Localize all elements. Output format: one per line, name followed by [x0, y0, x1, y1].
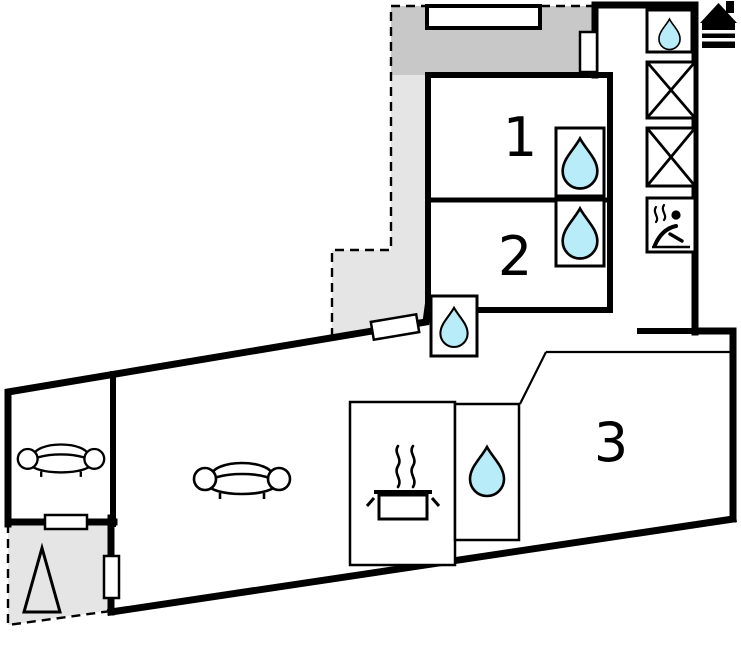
cooking-pot-icon — [365, 490, 441, 521]
interior-lines — [519, 350, 731, 405]
living-area-top-wall — [4, 303, 432, 528]
furniture — [16, 443, 292, 614]
entrance-porch — [8, 524, 112, 625]
stove-box — [348, 400, 457, 567]
cross-line — [645, 127, 697, 187]
room-labels: 1 2 3 — [498, 106, 628, 474]
pot-handle — [430, 497, 441, 507]
house-body — [702, 23, 735, 48]
room-1-label: 1 — [503, 106, 537, 169]
person-body — [653, 224, 678, 247]
person-arm — [668, 232, 684, 243]
house-stripe — [702, 38, 735, 42]
steam-line — [395, 444, 401, 489]
house-stripe — [702, 30, 735, 34]
steam-line — [661, 203, 667, 222]
room3-right-wall — [691, 327, 737, 523]
kitchen-counter — [348, 400, 457, 567]
partition-diagonal — [519, 351, 547, 405]
house-roof — [700, 3, 737, 23]
living-area-door — [369, 312, 421, 342]
bedroom-block-wall — [425, 72, 613, 313]
person-head — [671, 210, 681, 220]
pot-handle — [365, 497, 376, 507]
doors-windows — [43, 30, 599, 600]
left-room-window — [43, 513, 89, 531]
wash-place-icon — [645, 196, 697, 254]
porch-dashed-edge — [6, 524, 112, 627]
steam-line — [410, 444, 416, 489]
fixtures — [348, 8, 697, 567]
house-icon — [700, 1, 737, 48]
house-chimney — [726, 1, 734, 13]
porch-door — [102, 554, 121, 600]
sofa-icon — [16, 443, 106, 479]
side-terrace — [332, 75, 428, 337]
steam-line — [653, 205, 659, 224]
cross-line — [645, 61, 697, 119]
triangle-icon — [22, 542, 62, 614]
room-2-label: 2 — [498, 225, 532, 288]
terrace-door — [578, 30, 599, 74]
bench — [425, 4, 542, 30]
sofa-icon — [192, 461, 292, 501]
pot-body — [377, 493, 429, 521]
room-3-label: 3 — [594, 411, 628, 474]
